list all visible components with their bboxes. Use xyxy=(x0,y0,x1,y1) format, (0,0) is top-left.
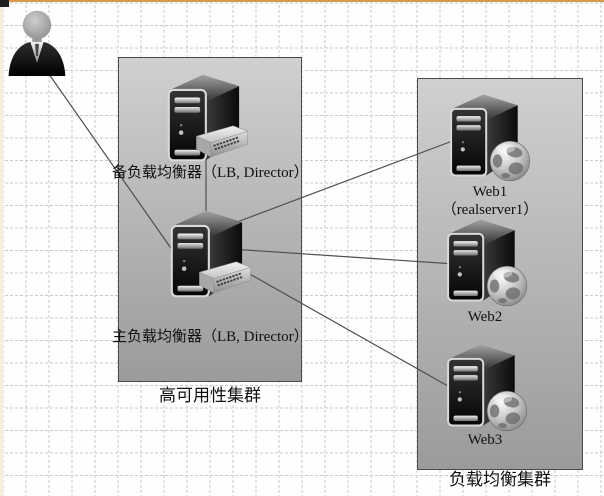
lb-cluster-caption: 负载均衡集群 xyxy=(449,470,551,489)
client-person-icon xyxy=(6,6,68,76)
web3-label: Web3 xyxy=(467,432,503,448)
web2-globe-icon xyxy=(485,264,529,308)
web3-globe-icon xyxy=(485,389,529,433)
left-edge-strip xyxy=(0,0,3,496)
ha-cluster-caption: 高可用性集群 xyxy=(159,386,261,405)
master-lb-label: 主负载均衡器（LB, Director） xyxy=(112,329,309,345)
web1-label: Web1 xyxy=(472,184,508,200)
backup-lb-label: 备负载均衡器（LB, Director） xyxy=(112,165,309,181)
top-edge-line xyxy=(0,0,604,2)
corner-artifact xyxy=(0,0,9,7)
web2-label: Web2 xyxy=(467,309,503,325)
master-lb-switch-icon xyxy=(197,258,253,296)
web1-globe-icon xyxy=(488,139,532,183)
web1-sublabel: （realserver1） xyxy=(441,202,539,218)
backup-lb-switch-icon xyxy=(194,122,250,160)
